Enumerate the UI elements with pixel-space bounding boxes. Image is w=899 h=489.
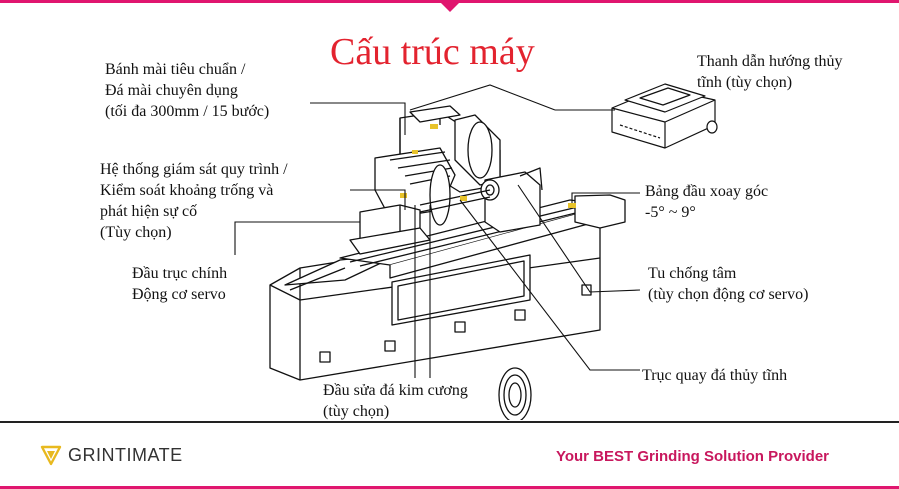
top-triangle-marker [438,0,462,12]
leader-guide [409,84,556,111]
footer-slogan: Your BEST Grinding Solution Provider [555,448,829,465]
footer-separator [0,421,899,423]
label-process-monitoring: Hệ thống giám sát quy trình / Kiểm soát … [100,161,288,241]
leader-spindle [234,221,360,255]
leader-tailstock [517,184,641,293]
leader-table [571,192,640,203]
leader-hydro [459,199,640,371]
label-grinding-wheel: Bánh mài tiêu chuẩn / Đá mài chuyên dụng… [105,61,270,120]
label-hydrostatic-guide: Thanh dẫn hướng thủy tĩnh (tùy chọn) [697,53,843,91]
leader-wheel [310,102,406,135]
page-title: Cấu trúc máy [330,31,535,73]
machine-diagram [234,83,718,420]
label-swivel-table: Bảng đầu xoay góc -5° ~ 9° [645,183,769,221]
guide-inset [611,83,718,149]
dresser-ring [498,367,532,420]
brand-name: GRINTIMATE [68,444,183,465]
label-spindle-head: Đầu trục chính Động cơ servo [132,265,228,303]
brand: GRINTIMATE [40,444,183,466]
bottom-accent-line [0,486,899,489]
label-diamond-dresser: Đầu sửa đá kim cương (tùy chọn) [323,382,468,420]
leader-monitor [350,189,406,210]
label-tailstock: Tu chống tâm (tùy chọn động cơ servo) [648,265,809,303]
grintimate-logo-icon [40,445,62,466]
footer [0,423,899,489]
label-hydrostatic-spindle: Trục quay đá thủy tĩnh [642,367,788,384]
